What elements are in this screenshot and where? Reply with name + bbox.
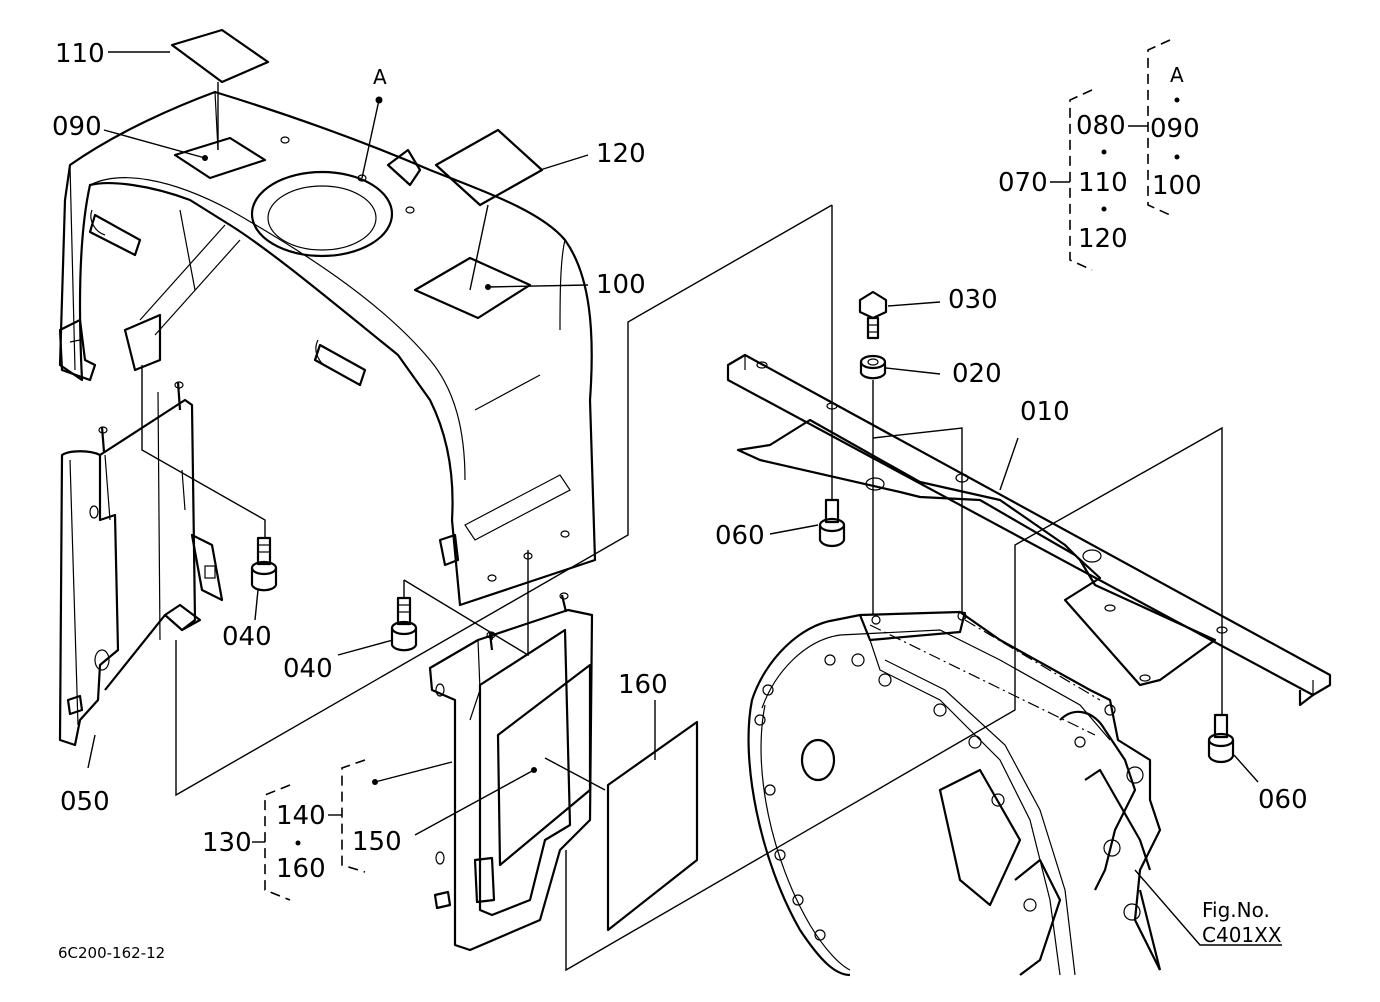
legend-group: 070 080 110 120 A 090 100 [998,39,1202,271]
legend-090: 090 [1150,114,1200,144]
callout-020: 020 [952,359,1002,389]
callout-050: 050 [60,787,110,817]
decal-110 [170,28,270,84]
callout-130: 130 [202,828,252,858]
fig-no-label: Fig.No. [1202,898,1270,922]
drawing-id: 6C200-162-12 [58,944,165,962]
side-panel-050 [58,381,224,747]
callout-090: 090 [52,112,102,142]
clutch-housing-part [747,610,1162,977]
decal-090 [173,136,267,180]
callout-labels: 110 090 A 120 100 030 020 010 060 060 04… [52,39,1308,884]
support-bar-010 [726,353,1332,707]
screen-160 [606,720,699,932]
callout-060-left: 060 [715,521,765,551]
bolt-040-right [250,536,278,592]
decal-100 [413,256,532,320]
figure-number: Fig.No. C401XX [1202,898,1282,947]
callout-110: 110 [55,39,105,69]
legend-120: 120 [1078,224,1128,254]
callout-040-left: 040 [283,654,333,684]
legend-080: 080 [1076,111,1126,141]
callout-160: 160 [618,670,668,700]
legend-A: A [1170,63,1184,87]
bolt-060-left [818,498,846,548]
bolt-040-left [390,596,418,652]
legend-070: 070 [998,168,1048,198]
callout-040-right: 040 [222,622,272,652]
legend-100: 100 [1152,171,1202,201]
callout-100: 100 [596,270,646,300]
callout-030: 030 [948,285,998,315]
fig-no-value: C401XX [1202,923,1282,947]
front-cover-part [58,90,597,607]
bolt-030 [858,290,888,340]
legend-110: 110 [1078,168,1128,198]
callout-160-set: 160 [276,854,326,884]
leader-lines [87,51,1282,946]
side-panel-screen [428,592,594,952]
bolt-060-right [1207,713,1235,764]
callout-140: 140 [276,801,326,831]
callout-060-right: 060 [1258,785,1308,815]
group-bracket-130 [252,759,366,901]
callout-A: A [373,65,387,89]
callout-010: 010 [1020,397,1070,427]
callout-120: 120 [596,139,646,169]
washer-020 [859,354,887,380]
assembly-lines [141,82,1223,972]
callout-150: 150 [352,827,402,857]
